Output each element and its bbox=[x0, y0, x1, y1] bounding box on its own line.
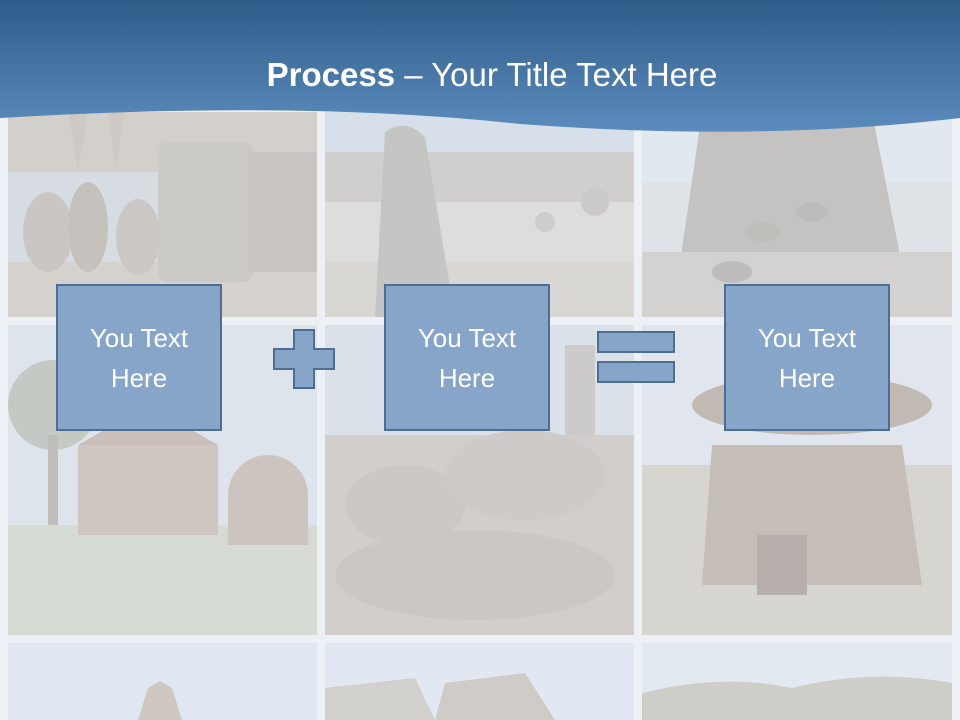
text-box-2[interactable]: You Text Here bbox=[384, 284, 550, 431]
text-box-2-label: You Text Here bbox=[417, 322, 517, 393]
photo-tile-9 bbox=[642, 643, 952, 720]
text-box-3[interactable]: You Text Here bbox=[724, 284, 890, 431]
photo-tile-3 bbox=[642, 112, 952, 317]
text-box-1[interactable]: You Text Here bbox=[56, 284, 222, 431]
title-rest: – Your Title Text Here bbox=[395, 56, 718, 93]
photo-tile-1 bbox=[8, 112, 317, 317]
equals-icon bbox=[597, 331, 675, 383]
page-title: Process – Your Title Text Here bbox=[0, 54, 960, 96]
plus-icon bbox=[273, 329, 335, 389]
title-bold: Process bbox=[266, 56, 396, 93]
text-box-1-label: You Text Here bbox=[89, 322, 189, 393]
photo-tile-7 bbox=[8, 643, 317, 720]
photo-tile-8 bbox=[325, 643, 634, 720]
photo-tile-6 bbox=[642, 325, 952, 635]
text-box-3-label: You Text Here bbox=[757, 322, 857, 393]
header-banner bbox=[0, 0, 960, 132]
